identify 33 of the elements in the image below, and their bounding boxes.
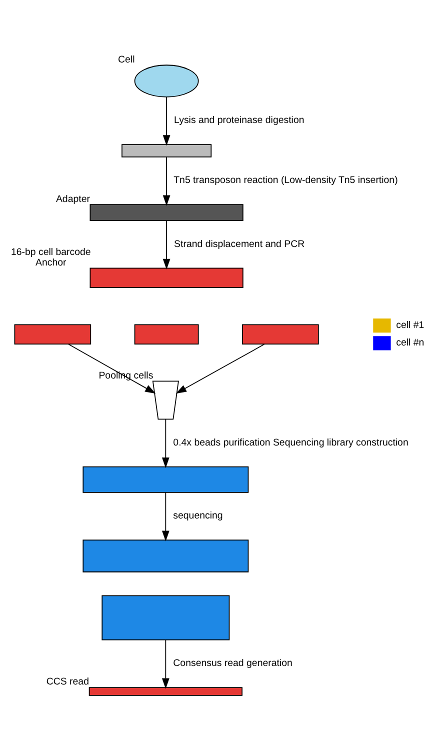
node-label: Anchor — [36, 257, 66, 268]
edge-label: Strand displacement and PCR — [174, 238, 305, 250]
edge-label: sequencing — [173, 510, 223, 522]
arrow — [162, 220, 170, 270]
legend-label: cell #n — [396, 338, 424, 349]
node-bar — [242, 324, 319, 345]
arrow — [162, 639, 170, 689]
arrow — [162, 419, 170, 468]
edge-label: Lysis and proteinase digestion — [174, 115, 304, 126]
edge-label: Consensus read generation — [173, 658, 292, 670]
arrow — [162, 156, 170, 206]
node-bar — [134, 324, 199, 345]
node-label: Adapter — [56, 194, 90, 205]
node-bar — [14, 324, 92, 345]
edge-label: Tn5 transposon reaction (Low-density Tn5 insertion) — [174, 175, 398, 186]
legend-label: cell #1 — [396, 320, 424, 332]
node-circle — [134, 64, 199, 98]
node-label: CCS read — [46, 676, 89, 688]
node-label: Cell — [118, 54, 135, 66]
arrow — [162, 492, 170, 542]
node-bar — [102, 595, 230, 640]
arrow — [176, 344, 265, 394]
node-bar — [82, 466, 249, 493]
node-picture — [152, 380, 179, 420]
edge-label: 0.4x beads purification Sequencing library construction — [173, 437, 408, 448]
arrow — [162, 96, 170, 146]
node-bar — [122, 144, 212, 158]
arrow — [68, 344, 156, 394]
node-bar — [90, 204, 244, 221]
node-bar — [82, 540, 249, 572]
node-bar — [88, 687, 242, 696]
node-bar — [90, 268, 244, 288]
node-label: 16-bp cell barcode — [10, 246, 91, 258]
